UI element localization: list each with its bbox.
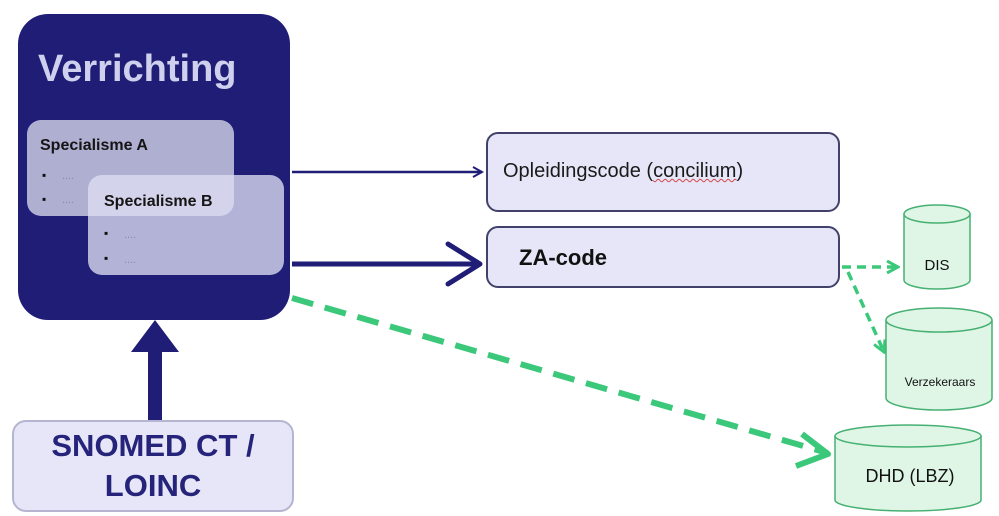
- specialisme-b-item: ....: [124, 229, 137, 241]
- bullet-icon: ▪: [42, 192, 47, 206]
- specialisme-a-item: ....: [62, 170, 75, 182]
- specialisme-a-item: ....: [62, 194, 75, 206]
- bullet-icon: ▪: [104, 226, 109, 240]
- opleidingscode-label: Opleidingscode (concilium): [503, 160, 744, 182]
- za-code-box: [486, 226, 840, 288]
- verzekeraars-cylinder: [885, 307, 993, 411]
- arrow-to-za-code: [292, 241, 483, 287]
- dis-cylinder: [903, 204, 971, 290]
- specialisme-a-title: Specialisme A: [40, 137, 148, 154]
- verrichting-title: Verrichting: [38, 48, 237, 90]
- dashed-line-to-dhd: [291, 295, 825, 455]
- bullet-icon: ▪: [104, 251, 109, 265]
- specialisme-b-card: [88, 175, 284, 275]
- za-code-label: ZA-code: [519, 245, 607, 270]
- verzekeraars-label: Verzekeraars: [904, 375, 976, 389]
- dhd-cylinder: [834, 424, 982, 512]
- arrow-snomed-to-verrichting: [131, 320, 179, 420]
- dashed-arrow-to-verzekeraars: [846, 271, 884, 352]
- dhd-label: DHD (LBZ): [865, 466, 955, 486]
- specialisme-b-item: ....: [124, 254, 137, 266]
- dis-label: DIS: [924, 257, 950, 274]
- snomed-label: SNOMED CT / LOINC: [51, 428, 255, 503]
- bullet-icon: ▪: [42, 168, 47, 182]
- opleidingscode-box: [486, 132, 840, 212]
- specialisme-b-title: Specialisme B: [104, 193, 213, 210]
- snomed-box: [12, 420, 294, 512]
- dashed-arrow-to-dhd-head: [794, 431, 831, 469]
